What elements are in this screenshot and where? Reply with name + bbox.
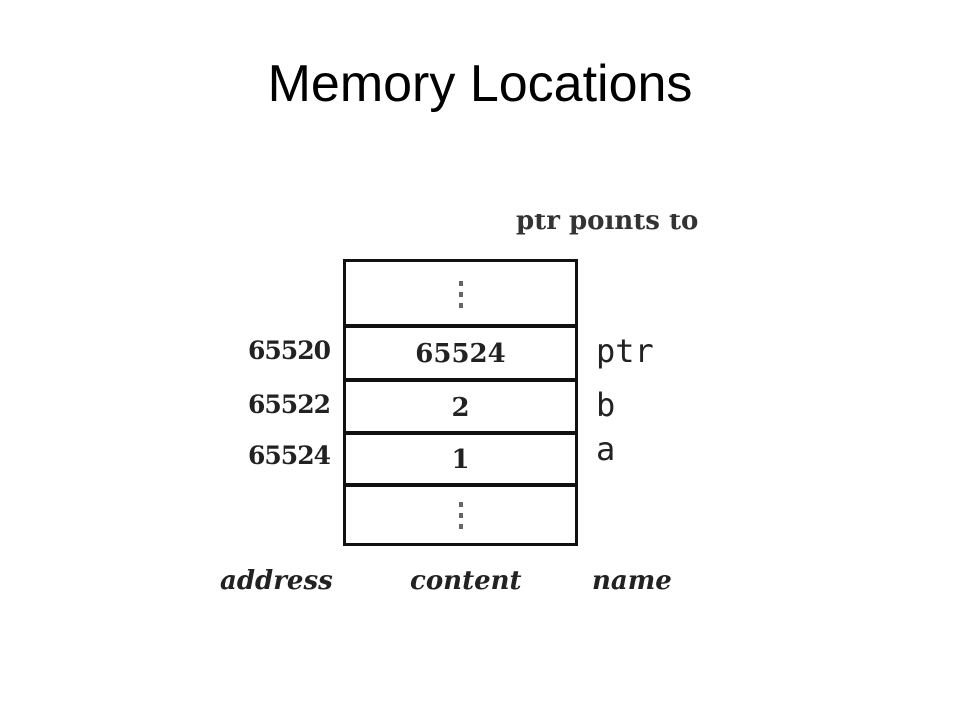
cell-content-value: 65524 (415, 339, 506, 369)
memory-cell-ellipsis-bottom (346, 487, 575, 543)
vertical-ellipsis-icon (458, 501, 463, 529)
vertical-ellipsis-icon (458, 280, 463, 308)
cell-content-value: 2 (451, 393, 470, 423)
memory-cell-ellipsis-top (346, 262, 575, 326)
cell-content-value: 1 (451, 445, 470, 475)
cell-divider (346, 324, 575, 328)
memory-cell-content: 2 (346, 382, 575, 434)
cell-divider (346, 483, 575, 487)
cell-address: 65524 (248, 441, 331, 470)
cell-variable-name: ptr (596, 332, 654, 370)
memory-cell-content: 65524 (346, 328, 575, 380)
memory-cell-content: 1 (346, 435, 575, 485)
cell-divider (346, 378, 575, 382)
column-label-address: address (220, 566, 333, 596)
cell-address: 65522 (248, 390, 331, 419)
cell-variable-name: b (596, 386, 616, 424)
cell-variable-name: a (596, 430, 616, 468)
cut-off-caption: ptr points to (516, 214, 699, 236)
column-label-name: name (592, 566, 672, 596)
cell-divider (346, 431, 575, 435)
column-label-content: content (410, 566, 522, 596)
memory-block: 65524 2 1 (343, 259, 578, 546)
slide-title: Memory Locations (267, 55, 693, 113)
cell-address: 65520 (248, 336, 331, 365)
